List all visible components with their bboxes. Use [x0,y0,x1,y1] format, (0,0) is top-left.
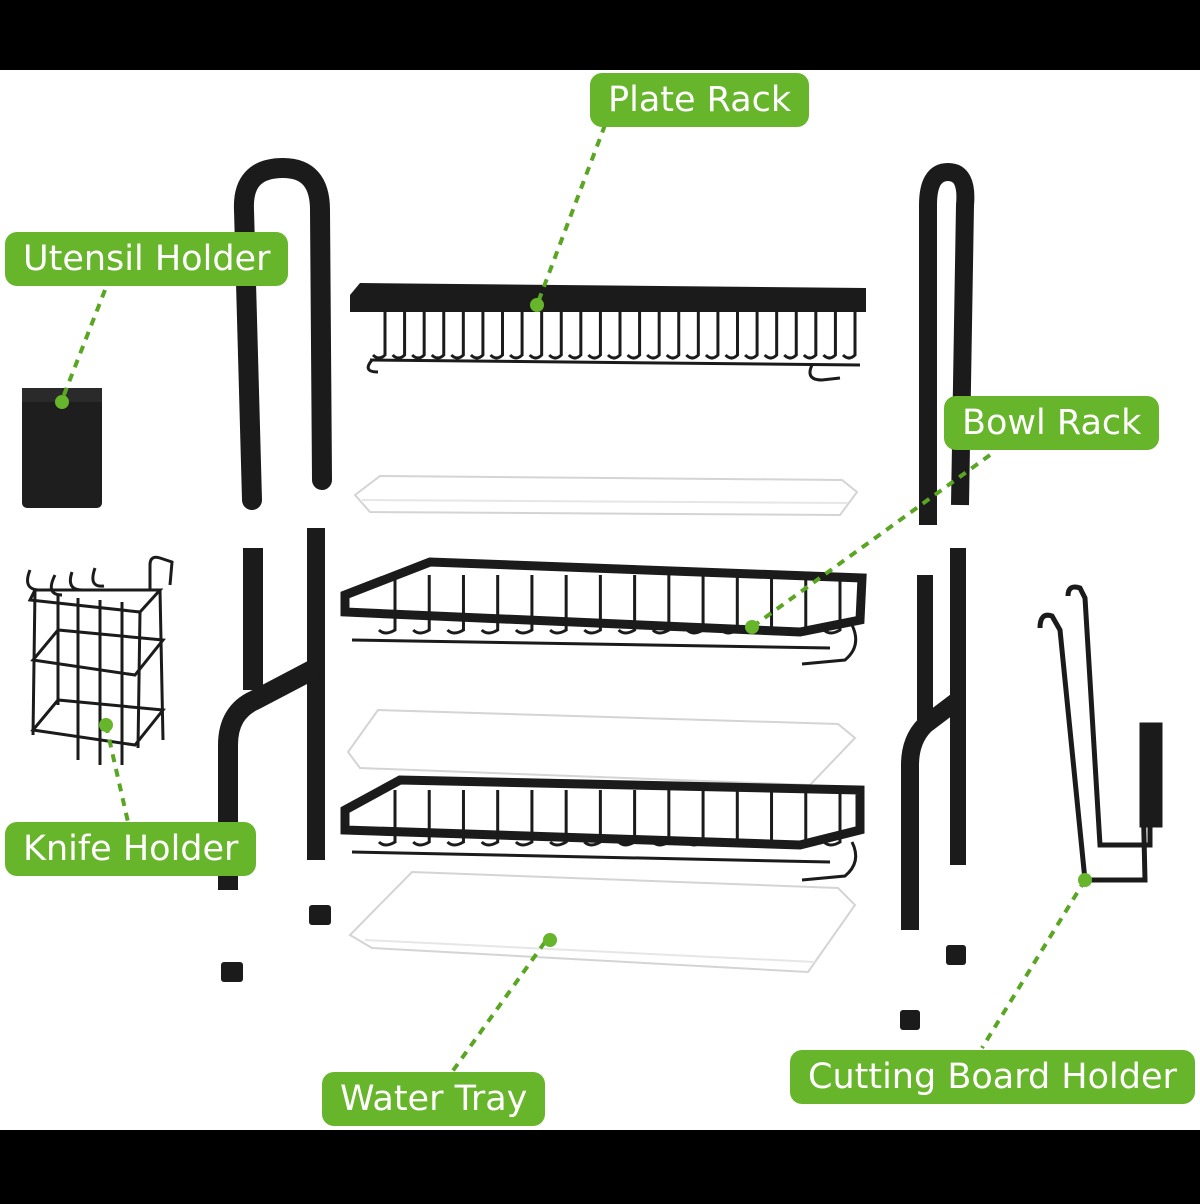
wire-prong [549,575,568,635]
wire-prong [412,790,431,847]
label-water-tray: Water Tray [322,1072,546,1126]
leader-knife-holder [104,724,130,823]
right-upper-frame [919,162,975,525]
leader-lines [60,124,1087,1074]
wire-prong [788,790,808,847]
wire-prong [509,312,524,360]
wire-prong [724,312,739,360]
label-knife-holder: Knife Holder [5,822,257,876]
leader-plate-rack [535,124,607,306]
utensil-holder-cup [22,388,102,508]
leader-utensil-holder [60,289,107,401]
wire-prong [822,575,842,635]
label-bowl-rack: Bowl Rack [944,396,1160,450]
wire-prong [617,575,637,635]
wire-prong [549,790,568,847]
wire-prong [802,312,818,360]
wire-prong [754,790,774,847]
wire-prong [548,312,563,360]
wire-prong [567,312,583,360]
wire-prong [377,575,397,635]
wire-prong [763,312,779,360]
wire-prong [704,312,720,360]
wire-prong [606,312,622,360]
wire-prong [469,312,485,360]
leader-bowl-rack [750,453,992,629]
wire-prong [665,312,681,360]
water-tray [348,870,857,974]
right-lower-frame [901,548,966,930]
wire-prong [720,790,739,847]
wire-prong [514,790,534,847]
plate-rack-shelf [350,283,866,382]
wire-prong [651,790,671,847]
left-lower-frame [218,528,325,890]
wire-prong [841,312,857,360]
label-plate-rack: Plate Rack [590,73,810,127]
leader-water-tray [450,940,547,1074]
wire-prong [822,790,842,847]
wire-prong [646,312,661,360]
leader-dots [55,298,1092,947]
wire-prong [686,790,705,847]
wire-prong [450,312,465,360]
wire-prong [412,575,431,635]
rack-feet [221,905,966,1030]
leader-cutting-board [980,878,1087,1050]
wire-prong [617,790,637,847]
top-drip-tray [353,474,859,517]
wire-prong [514,575,534,635]
wire-prong [371,312,387,360]
wire-prong [583,575,602,635]
wire-prong [626,312,642,360]
wire-prong [788,575,808,635]
wire-prong [587,312,602,360]
wire-prong [651,575,671,635]
wire-prong [480,575,500,635]
wire-prong [446,790,465,847]
wire-prong [685,312,700,360]
wire-prong [783,312,798,360]
left-upper-frame [233,157,332,510]
lower-rack-shelf [340,775,865,882]
wire-prong [528,312,544,360]
wire-prong [391,312,407,360]
knife-holder-basket [26,555,174,765]
wire-prong [411,312,426,360]
wire-prong [480,790,500,847]
label-utensil-holder: Utensil Holder [5,232,289,286]
wire-prong [583,790,602,847]
wire-prong [489,312,504,360]
wire-prong [822,312,837,360]
wire-prong [720,575,739,635]
wire-prong [686,575,705,635]
cutting-board-holder [1037,584,1163,883]
wire-prong [430,312,446,360]
wire-prong [377,790,397,847]
wire-prong [446,575,465,635]
label-cutting-board-holder: Cutting Board Holder [790,1050,1195,1104]
wire-prong [744,312,759,360]
